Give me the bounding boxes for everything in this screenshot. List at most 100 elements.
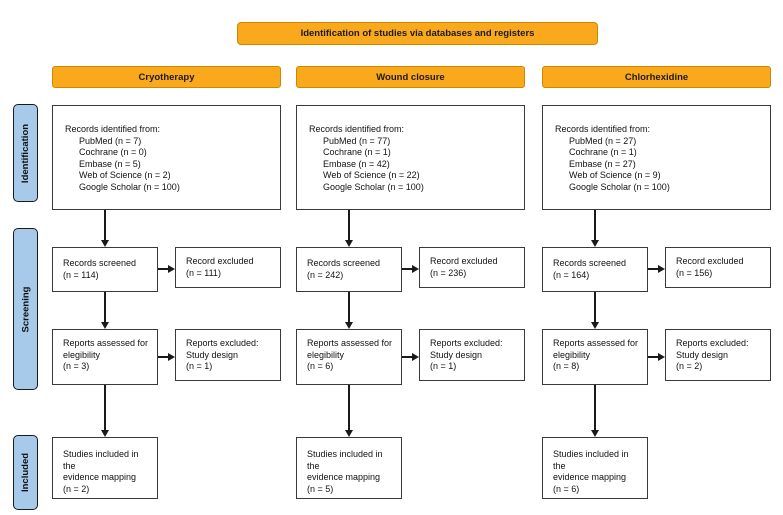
stage-label-included: Included <box>13 435 38 510</box>
arrow-down-screened-to-assessed <box>101 292 109 329</box>
box-line: Study design <box>430 349 483 360</box>
box-line: (n = 5) <box>307 483 334 494</box>
column-header: Chlorhexidine <box>542 66 771 88</box>
arrow-right-assessed-to-excluded <box>158 353 175 361</box>
stage-label-identification: Identification <box>13 104 38 202</box>
arrow-down-assessed-to-included <box>101 385 109 437</box>
arrow-right-assessed-to-excluded <box>402 353 419 361</box>
column-cryotherapy: Cryotherapy Records identified from: Pub… <box>52 66 281 499</box>
box-line: Records screened <box>63 258 137 268</box>
source-line: Embase (n = 27) <box>569 158 636 169</box>
source-line: Google Scholar (n = 100) <box>79 181 180 192</box>
arrow-down-screened-to-assessed <box>591 292 599 329</box>
arrow-right-screened-to-excluded <box>402 265 419 273</box>
stage-label-text: Screening <box>20 286 31 332</box>
box-line: Studies included in the <box>553 449 629 471</box>
box-line: Reports excluded: <box>676 338 749 348</box>
box-line: Study design <box>186 349 239 360</box>
studies-included-box: Studies included in the evidence mapping… <box>296 437 402 499</box>
source-line: Cochrane (n = 0) <box>79 147 147 157</box>
box-line: (n = 2) <box>63 483 90 494</box>
box-line: Record excluded <box>430 256 498 266</box>
box-line: (n = 156) <box>676 267 713 278</box>
column-chlorhexidine: Chlorhexidine Records identified from: P… <box>542 66 771 499</box>
source-line: Cochrane (n = 1) <box>569 147 637 157</box>
arrow-down-assessed-to-included <box>345 385 353 437</box>
records-excluded-box: Record excluded (n = 111) <box>175 247 281 288</box>
box-line: (n = 164) <box>553 269 590 280</box>
stage-label-text: Identification <box>20 123 31 183</box>
source-line: PubMed (n = 27) <box>569 135 637 146</box>
records-identified-box: Records identified from: PubMed (n = 77)… <box>296 105 525 210</box>
column-header: Cryotherapy <box>52 66 281 88</box>
box-line: evidence mapping <box>63 472 137 482</box>
source-line: Web of Science (n = 22) <box>323 170 420 180</box>
box-line: Studies included in the <box>307 449 383 471</box>
source-line: Embase (n = 42) <box>323 158 390 169</box>
box-line: Reports assessed for <box>553 338 639 348</box>
reports-excluded-box: Reports excluded: Study design (n = 1) <box>419 329 525 381</box>
arrow-right-screened-to-excluded <box>158 265 175 273</box>
box-line: Study design <box>676 349 729 360</box>
reports-excluded-box: Reports excluded: Study design (n = 2) <box>665 329 771 381</box>
stage-label-screening: Screening <box>13 228 38 390</box>
records-identified-box: Records identified from: PubMed (n = 27)… <box>542 105 771 210</box>
box-line: Reports excluded: <box>186 338 259 348</box>
box-line: elegibility <box>63 349 101 360</box>
arrow-down-screened-to-assessed <box>345 292 353 329</box>
source-line: Cochrane (n = 1) <box>323 147 391 157</box>
records-screened-box: Records screened (n = 114) <box>52 247 158 292</box>
arrow-down-identified-to-screened <box>345 210 353 247</box>
records-screened-box: Records screened (n = 242) <box>296 247 402 292</box>
box-line: Records screened <box>307 258 381 268</box>
source-line: PubMed (n = 7) <box>79 135 142 146</box>
box-line: (n = 8) <box>553 361 580 371</box>
source-line: Web of Science (n = 9) <box>569 170 661 180</box>
arrow-down-identified-to-screened <box>101 210 109 247</box>
box-line: (n = 6) <box>307 361 334 371</box>
box-line: Record excluded <box>186 256 254 266</box>
studies-included-box: Studies included in the evidence mapping… <box>52 437 158 499</box>
source-line: Google Scholar (n = 100) <box>323 181 424 192</box>
source-line: Embase (n = 5) <box>79 158 141 169</box>
source-line: PubMed (n = 77) <box>323 135 391 146</box>
reports-assessed-box: Reports assessed for elegibility (n = 6) <box>296 329 402 385</box>
reports-excluded-box: Reports excluded: Study design (n = 1) <box>175 329 281 381</box>
box-line: (n = 2) <box>676 361 703 371</box>
records-excluded-box: Record excluded (n = 156) <box>665 247 771 288</box>
arrow-down-identified-to-screened <box>591 210 599 247</box>
records-identified-title: Records identified from: <box>309 124 405 134</box>
box-line: (n = 236) <box>430 267 467 278</box>
column-header: Wound closure <box>296 66 525 88</box>
box-line: Reports excluded: <box>430 338 503 348</box>
box-line: (n = 114) <box>63 269 99 280</box>
box-line: Records screened <box>553 258 627 268</box>
reports-assessed-box: Reports assessed for elegibility (n = 3) <box>52 329 158 385</box>
box-line: (n = 242) <box>307 269 344 280</box>
box-line: (n = 1) <box>186 361 213 371</box>
box-line: (n = 1) <box>430 361 457 371</box>
column-wound-closure: Wound closure Records identified from: P… <box>296 66 525 499</box>
arrow-right-screened-to-excluded <box>648 265 665 273</box>
box-line: Record excluded <box>676 256 744 266</box>
reports-assessed-box: Reports assessed for elegibility (n = 8) <box>542 329 648 385</box>
box-line: evidence mapping <box>307 472 381 482</box>
box-line: (n = 3) <box>63 361 90 371</box>
stage-label-text: Included <box>20 452 31 493</box>
records-screened-box: Records screened (n = 164) <box>542 247 648 292</box>
box-line: (n = 111) <box>186 267 221 278</box>
box-line: elegibility <box>307 349 345 360</box>
records-identified-title: Records identified from: <box>555 124 651 134</box>
box-line: Studies included in the <box>63 449 139 471</box>
box-line: Reports assessed for <box>307 338 393 348</box>
records-excluded-box: Record excluded (n = 236) <box>419 247 525 288</box>
source-line: Web of Science (n = 2) <box>79 170 171 180</box>
box-line: (n = 6) <box>553 483 580 494</box>
box-line: Reports assessed for <box>63 338 149 348</box>
banner-title: Identification of studies via databases … <box>237 22 598 45</box>
arrow-right-assessed-to-excluded <box>648 353 665 361</box>
arrow-down-assessed-to-included <box>591 385 599 437</box>
box-line: elegibility <box>553 349 591 360</box>
records-identified-box: Records identified from: PubMed (n = 7) … <box>52 105 281 210</box>
